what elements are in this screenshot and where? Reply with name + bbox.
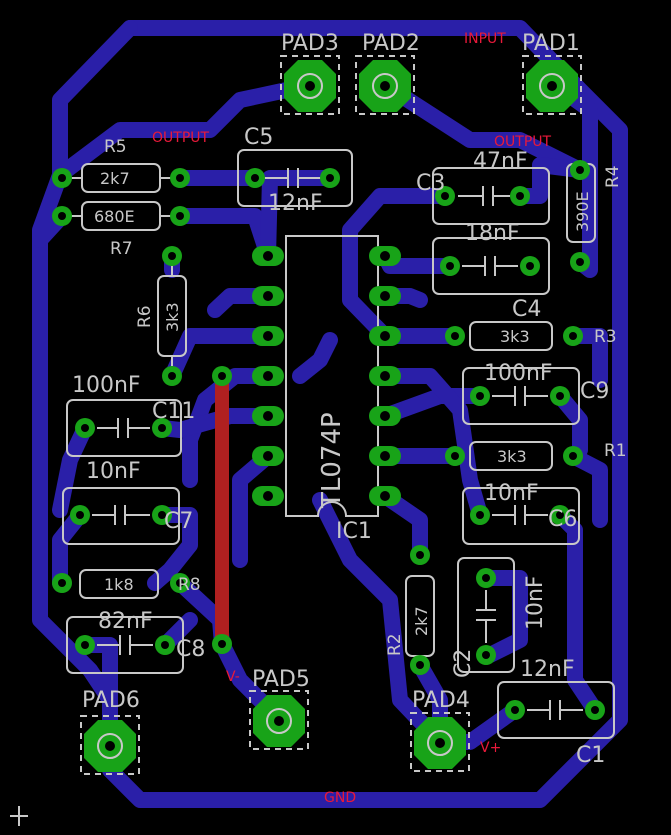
capacitor-c7 [62,487,180,545]
trace-c7 [147,507,198,591]
trace-c7-left [52,507,88,591]
trace-pad2 [377,77,588,178]
capacitor-c9 [462,367,580,425]
ic1-part-label: TL074P [317,412,347,509]
c11-value: 100nF [72,373,141,398]
r4-value: 390E [573,191,592,232]
c6-value: 10nF [484,481,539,506]
net-labels: INPUT OUTPUT OUTPUT GND V+ V- [152,31,552,806]
pad5 [249,690,309,750]
pad4-label: PAD4 [412,688,470,713]
capacitors [62,149,615,739]
ic1-pins-right [369,246,401,506]
silkscreen-labels: PAD3 PAD2 PAD1 PAD6 PAD5 PAD4 R5 2k7 680… [72,31,627,768]
resistor-r8 [79,569,159,599]
c2-value: 10nF [523,575,548,630]
c6-label: C6 [548,507,577,532]
net-output-left: OUTPUT [152,130,210,146]
r2-value: 2k7 [412,606,431,636]
capacitor-c5 [237,149,353,207]
pad1 [522,55,582,115]
ic1-outline [285,235,379,517]
pad3-label: PAD3 [281,31,339,56]
r2-label: R2 [385,633,405,656]
resistor-r3 [469,321,553,351]
r3-label: R3 [594,327,617,347]
pad6-label: PAD6 [82,688,140,713]
c11-label: C11 [152,399,195,424]
c3-label: C3 [416,171,445,196]
net-vplus: V+ [480,740,501,756]
trace-c3-left [342,188,453,344]
c7-value: 10nF [86,459,141,484]
net-vminus: V- [226,669,240,685]
trace-r1-right [565,448,608,528]
pad2 [355,55,415,115]
trace-ic-left-top [164,328,276,384]
component-pads [52,160,605,720]
net-gnd: GND [324,790,356,806]
pad3 [280,55,340,115]
c8-value: 82nF [98,609,153,634]
trace-pad3 [52,77,318,183]
c4-value: 18nF [465,221,520,246]
r8-value: 1k8 [104,575,134,594]
pad6 [80,715,140,775]
ic1-label: IC1 [336,519,372,544]
net-output-right: OUTPUT [494,134,552,150]
connector-pads [80,55,582,775]
net-input: INPUT [464,31,506,47]
r6-value: 3k3 [163,302,182,332]
trace-c2 [477,570,528,663]
trace-c6 [552,507,603,718]
trace-mid-vert [292,332,338,384]
r6-label: R6 [135,305,155,328]
pad4 [410,712,470,772]
round-pads [52,160,605,720]
r7-label: R7 [110,239,133,259]
r4-label: R4 [603,165,623,188]
r3-value: 3k3 [500,327,530,346]
trace-gnd-outer [102,20,628,808]
capacitor-c1 [497,681,615,739]
origin-marker [10,806,28,826]
trace-right-mid [552,388,588,458]
c8-label: C8 [176,637,205,662]
resistor-r1 [469,441,553,471]
r1-value: 3k3 [497,447,527,466]
resistor-r6 [157,264,187,366]
capacitor-c11 [66,399,182,457]
r5-value: 2k7 [100,169,130,188]
ic1-pins-left [252,246,284,506]
r1-label: R1 [604,441,627,461]
c7-label: C7 [164,509,193,534]
capacitor-c2 [457,557,515,673]
c5-label: C5 [244,125,273,150]
capacitor-c8 [66,616,184,674]
pad1-label: PAD1 [522,31,580,56]
c5-value: 12nF [268,191,323,216]
trace-left-outer [52,20,138,183]
c2-label: C2 [451,649,476,678]
r5-label: R5 [104,137,127,157]
c9-value: 100nF [484,361,553,386]
pad2-label: PAD2 [362,31,420,56]
c1-value: 12nF [520,657,575,682]
pad5-label: PAD5 [252,667,310,692]
capacitor-c6 [462,487,580,545]
c1-label: C1 [576,743,605,768]
c3-value: 47nF [473,149,528,174]
trace-ic-left-mid [182,368,276,488]
c4-label: C4 [512,297,541,322]
capacitor-c4 [432,237,550,295]
c9-label: C9 [580,379,609,404]
r7-value: 680E [94,207,135,226]
capacitor-c3 [432,167,550,225]
trace-ic-low [377,368,488,523]
r8-label: R8 [178,575,201,595]
